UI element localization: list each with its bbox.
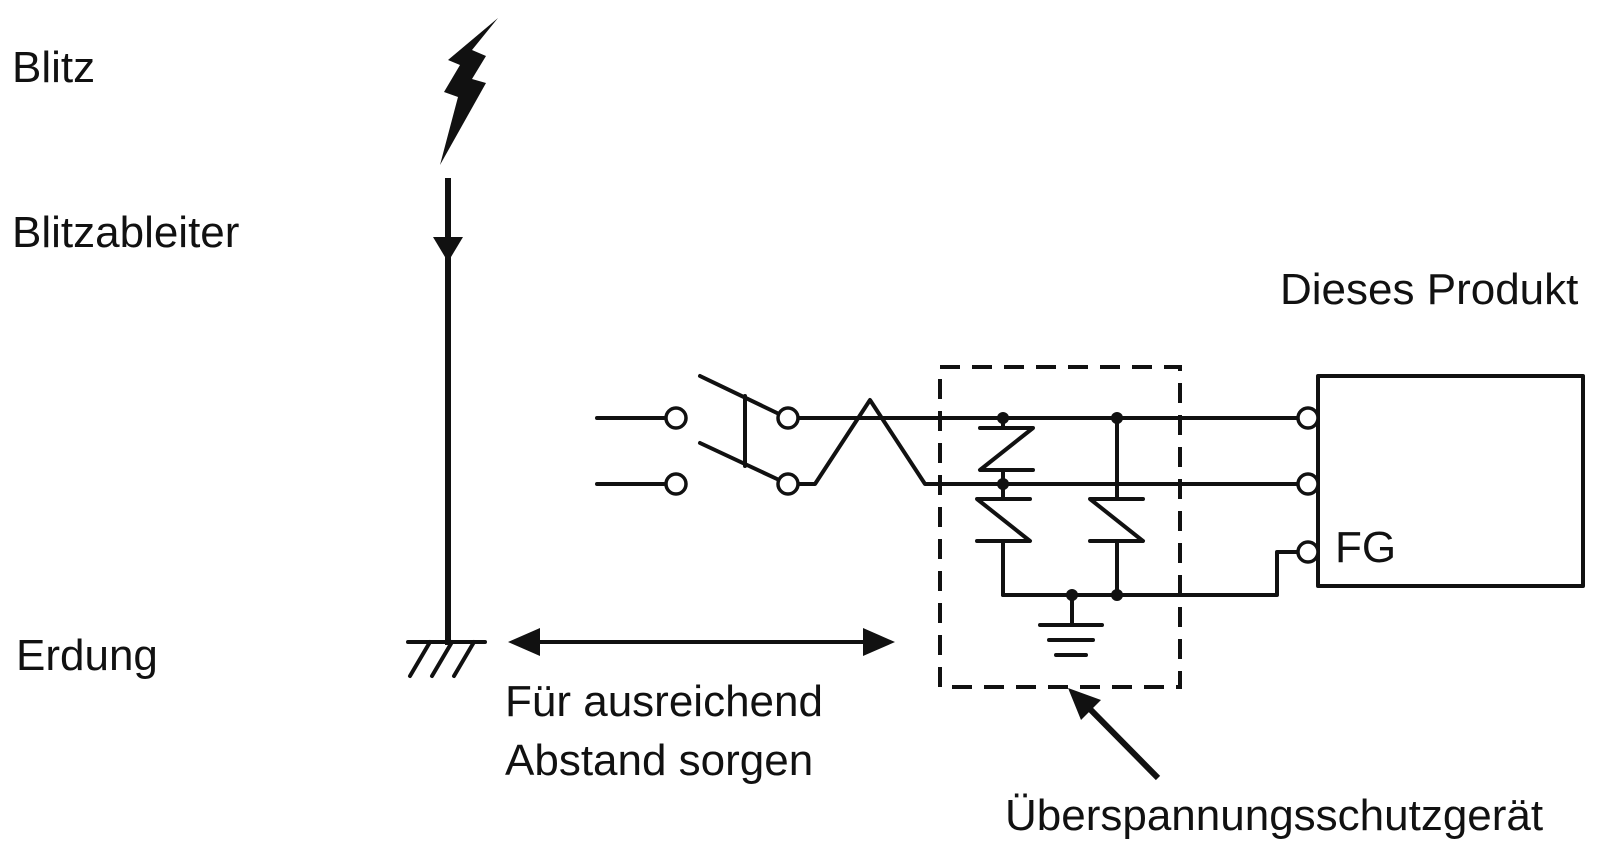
ground-hatch-icon bbox=[406, 640, 487, 678]
switch-icon bbox=[698, 374, 779, 481]
junction-dots bbox=[997, 412, 1123, 601]
lightning-rod-arrow-icon bbox=[433, 237, 463, 262]
surge-protector-box bbox=[938, 365, 1182, 689]
earth-ground-icon bbox=[1038, 593, 1104, 657]
surge-protector-pointer-arrow-icon bbox=[1068, 688, 1161, 781]
distance-label-line1: Für ausreichend bbox=[505, 677, 823, 726]
surge-zigzag-wire bbox=[796, 398, 1302, 486]
lightning-label: Blitz bbox=[12, 43, 96, 92]
varistor-1-icon bbox=[978, 416, 1035, 486]
fg-label: FG bbox=[1335, 523, 1397, 572]
ground-bus-wire bbox=[1001, 550, 1300, 597]
lightning-bolt-icon bbox=[440, 18, 498, 165]
terminals bbox=[664, 406, 1320, 564]
distance-arrow-icon bbox=[508, 628, 895, 656]
grounding-label: Erdung bbox=[16, 631, 158, 680]
lightning-rod-label: Blitzableiter bbox=[12, 208, 240, 257]
product-label: Dieses Produkt bbox=[1280, 265, 1579, 314]
varistor-2-icon bbox=[975, 482, 1032, 597]
surge-protector-label: Überspannungsschutzgerät bbox=[1005, 791, 1544, 840]
varistor-3-icon bbox=[1088, 416, 1145, 597]
distance-label-line2: Abstand sorgen bbox=[505, 736, 814, 785]
